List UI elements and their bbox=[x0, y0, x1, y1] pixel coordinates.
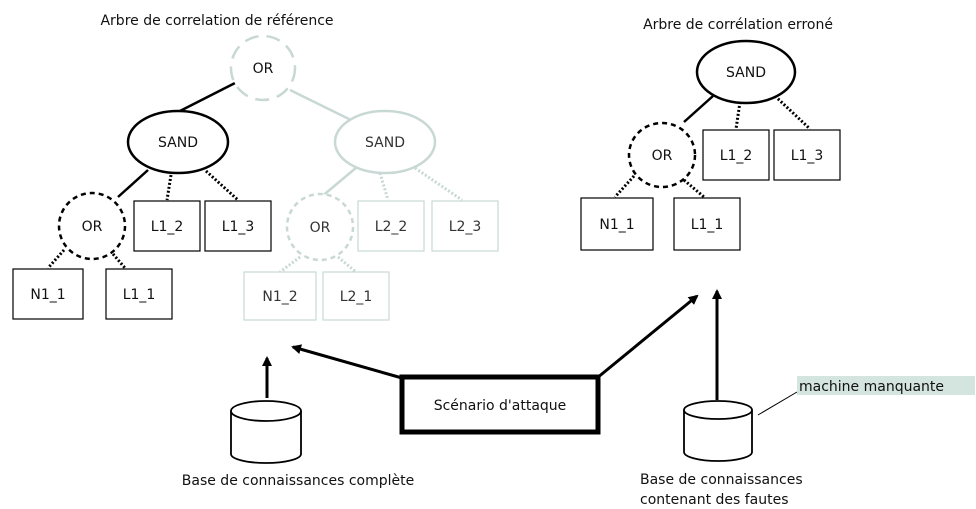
kb-faulty-caption-line2: contenant des fautes bbox=[640, 492, 789, 508]
edge-err-or-n1-1 bbox=[613, 174, 636, 199]
err-l1-1-label: L1_1 bbox=[691, 217, 724, 233]
erroneous-tree: Arbre de corrélation erroné SAND OR L1_2… bbox=[580, 17, 841, 251]
arrow-scenario-to-reference bbox=[291, 344, 403, 380]
err-l1-1-box bbox=[673, 197, 741, 251]
edge-right-sand-or bbox=[319, 166, 358, 199]
database-icon bbox=[230, 400, 302, 464]
edge-err-sand-l1-2 bbox=[734, 101, 742, 130]
ref-root-or-node bbox=[229, 34, 297, 102]
ref-n1-2-label: N1_2 bbox=[262, 289, 297, 305]
err-l1-3-box bbox=[773, 129, 841, 181]
ref-left-sand-node bbox=[126, 109, 230, 175]
edge-err-sand-l1-3 bbox=[773, 94, 812, 131]
ref-l2-2-box bbox=[357, 200, 425, 252]
ref-l1-2-box bbox=[133, 200, 201, 252]
kb-faulty-caption-line1: Base de connaissances bbox=[640, 472, 803, 488]
ref-l2-2-label: L2_2 bbox=[375, 219, 408, 235]
edge-err-or-l1-1 bbox=[683, 178, 705, 199]
ref-l1-1-label: L1_1 bbox=[123, 287, 156, 303]
ref-left-sand-label: SAND bbox=[158, 135, 198, 151]
database-icon bbox=[683, 400, 753, 462]
ref-l1-2-label: L1_2 bbox=[151, 219, 184, 235]
scenario-box bbox=[399, 374, 601, 435]
err-l1-3-label: L1_3 bbox=[791, 148, 824, 164]
ref-right-sand-label: SAND bbox=[365, 135, 405, 151]
edge-right-or-l2-1 bbox=[337, 255, 357, 274]
kb-complete-caption: Base de connaissances complète bbox=[182, 473, 414, 489]
err-root-sand-node bbox=[695, 39, 797, 105]
arrow-scenario-to-erroneous bbox=[596, 294, 699, 380]
edge-left-sand-l1-2 bbox=[165, 174, 173, 201]
err-n1-1-box bbox=[580, 197, 654, 251]
reference-tree-title: Arbre de correlation de référence bbox=[100, 13, 333, 29]
edge-err-sand-or bbox=[683, 95, 714, 123]
erroneous-tree-title: Arbre de corrélation erroné bbox=[643, 17, 833, 33]
edge-left-sand-l1-3 bbox=[204, 169, 240, 202]
edge-right-or-n1-2 bbox=[279, 255, 301, 274]
ref-n1-1-label: N1_1 bbox=[30, 287, 65, 303]
kb-complete-group: Base de connaissances complète bbox=[182, 356, 414, 489]
ref-l2-3-label: L2_3 bbox=[449, 219, 482, 235]
ref-l1-3-box bbox=[204, 200, 272, 252]
edge-root-right-sand bbox=[289, 88, 356, 124]
edge-left-sand-or bbox=[117, 169, 149, 198]
scenario-label: Scénario d'attaque bbox=[434, 398, 567, 414]
ref-l2-3-box bbox=[431, 200, 499, 252]
ref-right-or-node bbox=[285, 192, 355, 262]
ref-n1-2-box bbox=[243, 271, 317, 321]
kb-faulty-group: machine manquante Base de connaissances … bbox=[640, 289, 975, 508]
ref-right-or-label: OR bbox=[310, 220, 331, 236]
err-or-label: OR bbox=[652, 148, 673, 164]
err-n1-1-label: N1_1 bbox=[599, 217, 634, 233]
annotation-bg bbox=[797, 376, 975, 395]
ref-l1-3-label: L1_3 bbox=[222, 219, 255, 235]
ref-right-sand-node bbox=[333, 109, 437, 175]
ref-left-or-label: OR bbox=[82, 219, 103, 235]
edge-left-or-n1-1 bbox=[46, 249, 66, 269]
edge-left-or-l1-1 bbox=[111, 253, 127, 269]
err-or-node bbox=[627, 121, 697, 189]
ref-left-or-node bbox=[57, 191, 127, 261]
ref-l1-1-box bbox=[105, 268, 173, 320]
annotation-label: machine manquante bbox=[799, 379, 944, 395]
edge-right-sand-l2-3 bbox=[414, 166, 463, 202]
err-l1-2-label: L1_2 bbox=[720, 148, 753, 164]
ref-n1-1-box bbox=[12, 268, 84, 320]
scenario-group: Scénario d'attaque bbox=[291, 294, 699, 435]
ref-l2-1-label: L2_1 bbox=[340, 289, 373, 305]
err-l1-2-box bbox=[702, 129, 770, 181]
edge-root-left-sand bbox=[177, 80, 238, 114]
err-root-sand-label: SAND bbox=[726, 65, 766, 81]
annotation-pointer bbox=[757, 391, 798, 416]
ref-root-or-label: OR bbox=[253, 61, 274, 77]
reference-tree: Arbre de correlation de référence OR SAN… bbox=[12, 13, 499, 321]
ref-l2-1-box bbox=[322, 271, 390, 321]
edge-right-sand-l2-2 bbox=[378, 172, 390, 201]
